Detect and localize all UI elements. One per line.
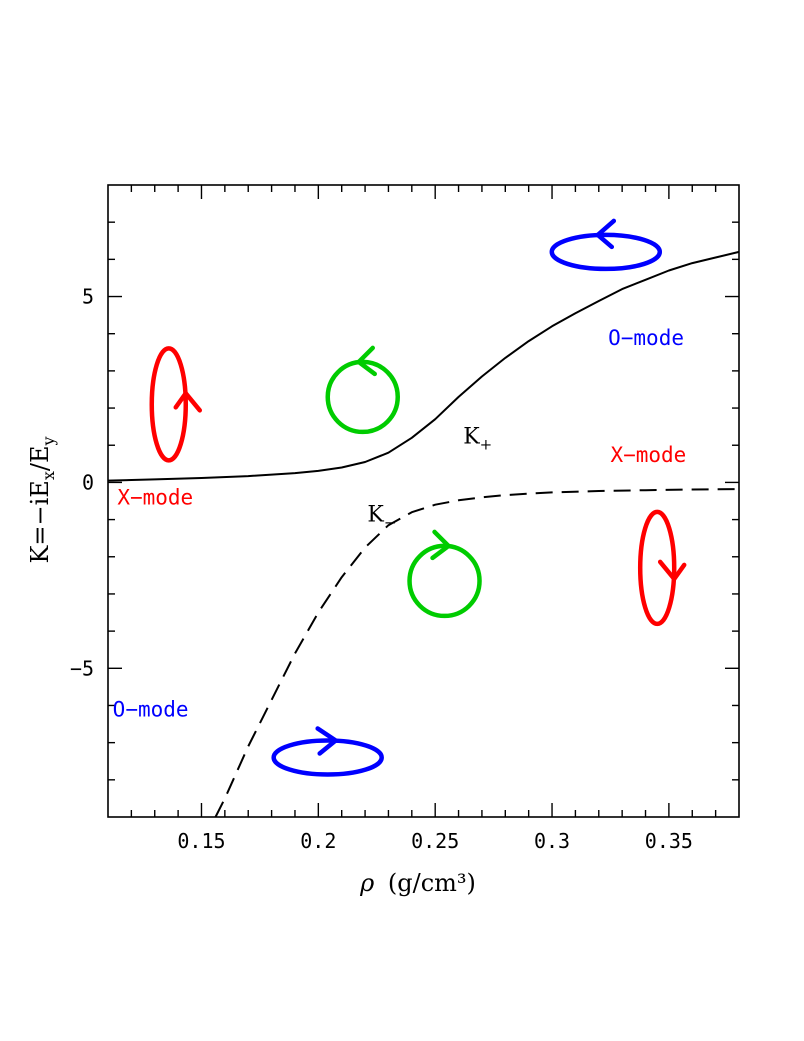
mode-annotation: X−mode [117,486,193,510]
icons-layer [149,218,687,777]
polarization-arrow [595,218,617,250]
x-axis-label: ρ (g/cm³) [359,869,476,897]
polarization-circle-icon [325,345,400,435]
mode-annotation: O−mode [608,326,684,350]
curves-layer: K+K− [107,250,740,818]
y-axis-label: K=−iEx/Ey [26,436,58,563]
polarization-ring [407,543,482,619]
y-tick-label: −5 [70,656,94,680]
polarization-arrow [657,559,687,582]
y-axis-label-slash: /E [26,446,54,472]
y-tick-label: 0 [82,470,94,494]
series-label-sub: + [480,435,493,453]
y-axis-label-main: K=−iE [26,480,54,563]
x-tick-label: 0.2 [300,829,336,853]
plot-frame [107,184,740,818]
polarization-horizontal-ellipse-icon [549,218,663,272]
series-label: K+ [463,424,492,453]
polarization-arrow [356,345,377,377]
polarization-ring [637,509,677,627]
polarization-vertical-ellipse-icon [637,509,687,627]
series-label-main: K [367,502,384,527]
polarization-horizontal-ellipse-icon [271,726,384,777]
mode-annotation: O−mode [113,698,189,722]
y-axis-label-sub-x: x [39,471,58,480]
polarization-arrow [173,391,203,413]
frame-layer [107,184,740,818]
x-tick-label: 0.3 [534,829,570,853]
series-line-k-plus [107,250,740,482]
x-tick-label: 0.35 [645,829,693,853]
series-label-sub: − [384,513,397,531]
polarization-ring [325,359,400,435]
series-line-k-minus [214,488,740,818]
mode-annotation: X−mode [610,443,686,467]
polarization-arrow [430,529,451,561]
y-tick-label: 5 [82,285,94,309]
x-tick-label: 0.25 [411,829,459,853]
polarization-ring [149,346,189,463]
polarization-ring [549,232,663,272]
series-label: K− [367,502,396,531]
y-axis-label-sub-y: y [39,436,58,446]
series-label-main: K [463,424,480,449]
polarization-ring [271,738,384,777]
x-axis-unit: (g/cm³) [388,869,476,897]
x-tick-label: 0.15 [177,829,225,853]
ticks-layer: 0.15 0.2 0.25 0.3 0.35 5 0 −5 [70,185,739,853]
x-axis-symbol: ρ [359,869,374,897]
polarization-circle-icon [407,529,482,619]
polarization-vertical-ellipse-icon [149,346,203,463]
polarization-arrow [315,726,338,756]
